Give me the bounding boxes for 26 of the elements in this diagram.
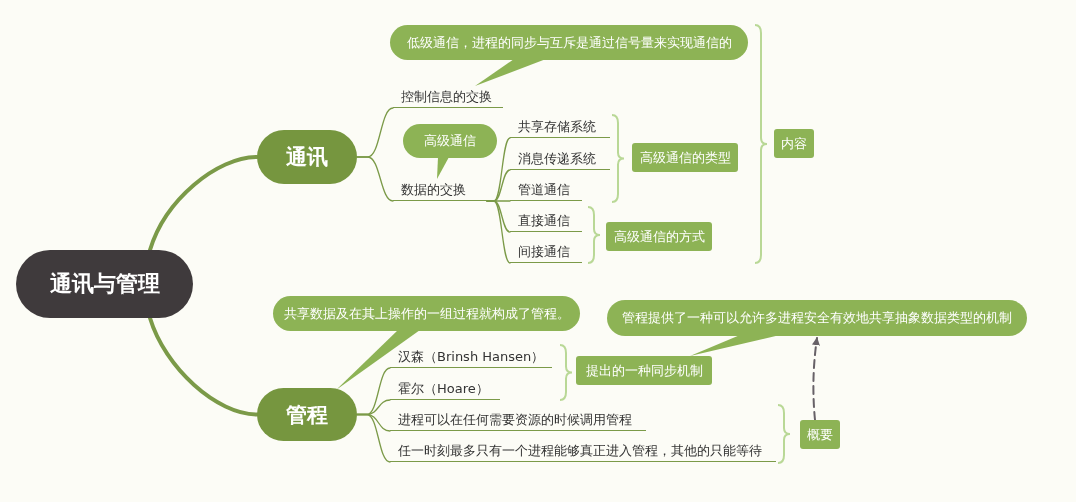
summary-box: 高级通信的方式 <box>606 222 712 251</box>
branch-label: 数据的交换 <box>393 179 487 201</box>
branch-line <box>148 316 259 417</box>
speech-bubble: 高级通信 <box>403 124 497 158</box>
branch-label: 消息传递系统 <box>510 148 610 170</box>
branch-label: 控制信息的交换 <box>393 86 503 108</box>
branch-label: 间接通信 <box>510 241 582 263</box>
callout-pointer <box>437 157 449 179</box>
branch-line <box>486 200 511 264</box>
branch-label: 任一时刻最多只有一个进程能够真正进入管程，其他的只能等待 <box>390 440 776 462</box>
topic-pill: 通讯 <box>257 130 357 184</box>
branch-label: 管道通信 <box>510 179 582 201</box>
branch-label: 霍尔（Hoare） <box>390 378 500 400</box>
branch-line <box>356 413 391 463</box>
branch-line <box>356 156 394 202</box>
summary-box: 内容 <box>774 129 814 158</box>
branch-label: 直接通信 <box>510 210 582 232</box>
branch-label: 共享存储系统 <box>510 116 610 138</box>
branch-line <box>148 155 259 252</box>
arrow <box>812 337 820 421</box>
summary-box: 概要 <box>800 420 840 449</box>
branch-label: 汉森（Brinsh Hansen） <box>390 346 552 368</box>
topic-pill: 通讯与管理 <box>16 250 193 318</box>
summary-box: 高级通信的类型 <box>632 143 738 172</box>
branch-label: 进程可以在任何需要资源的时候调用管程 <box>390 409 646 431</box>
topic-pill: 管程 <box>257 388 357 441</box>
